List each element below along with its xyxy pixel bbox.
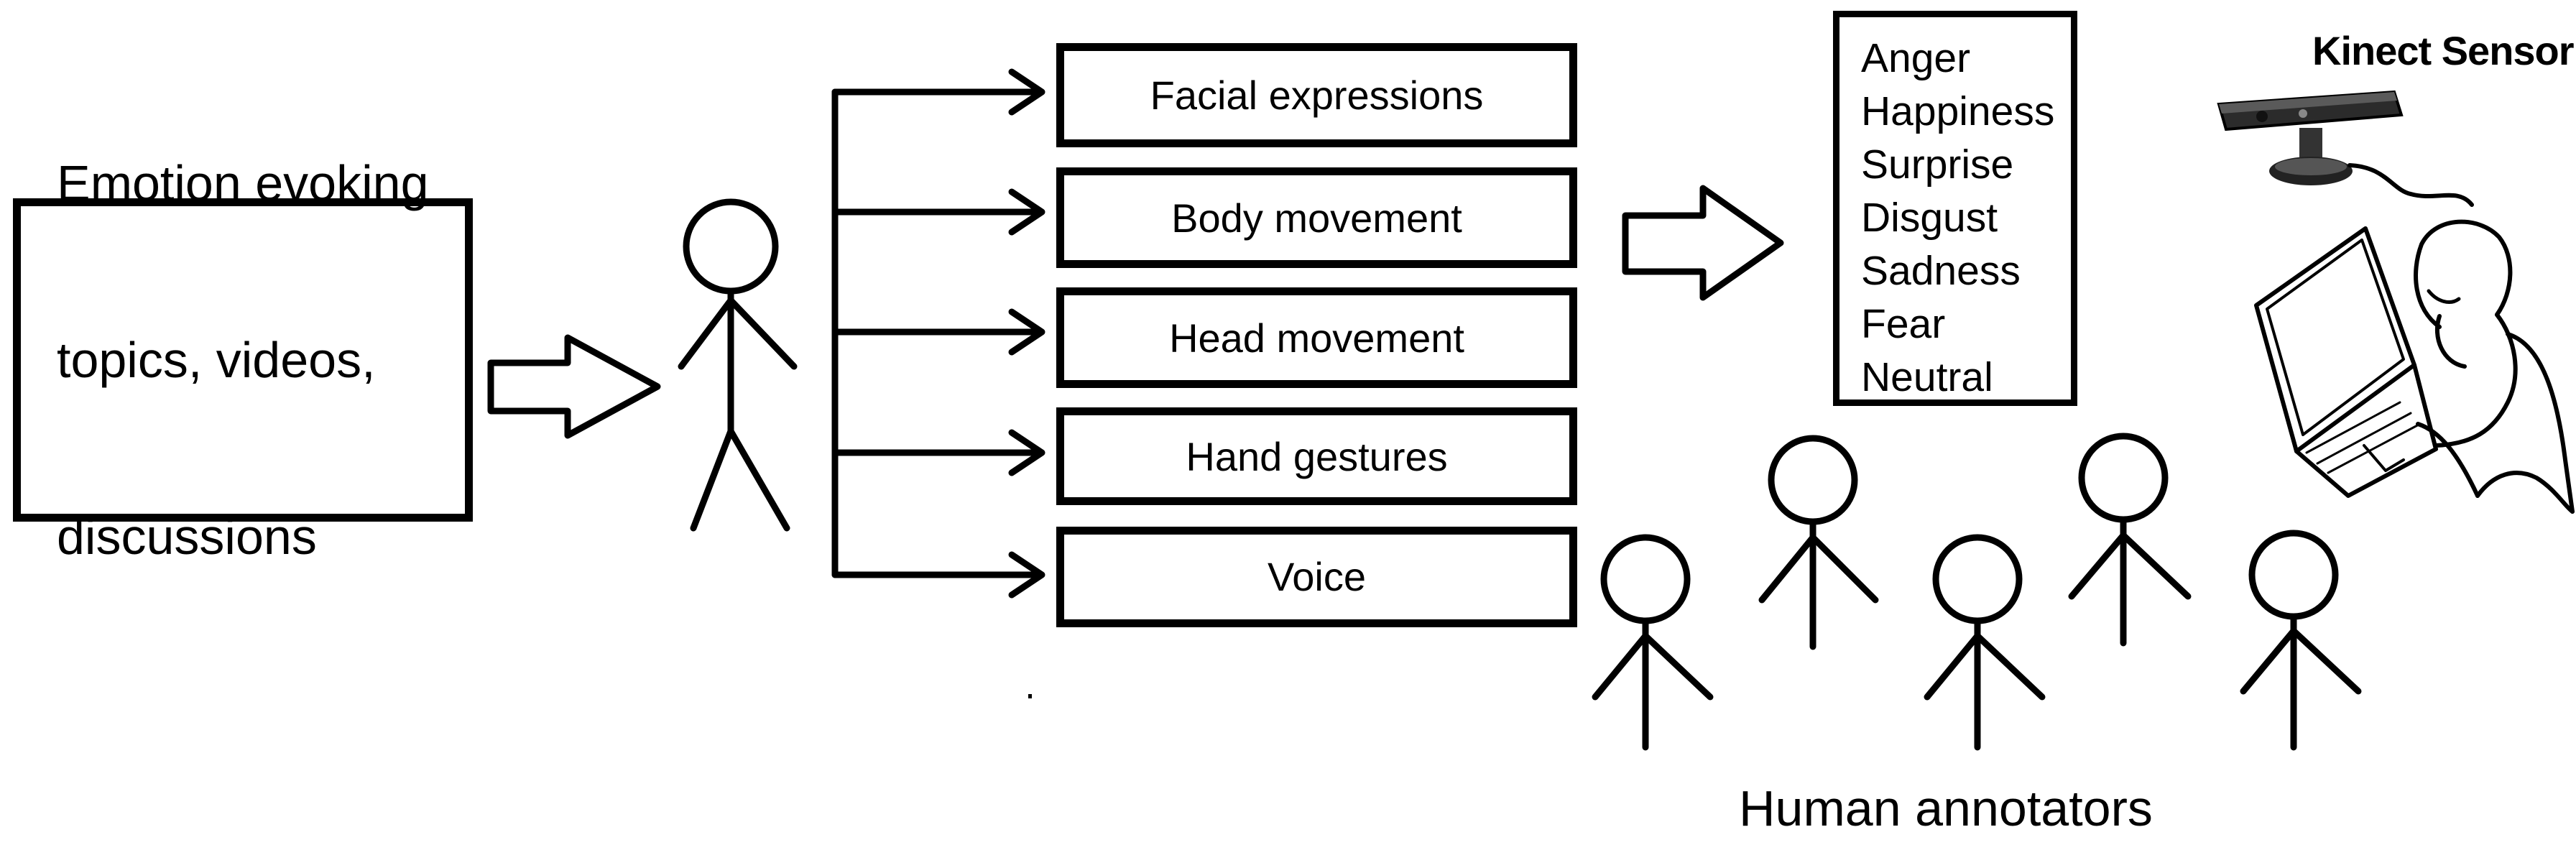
emotion-item: Neutral: [1861, 354, 1993, 400]
emotion-item: Disgust: [1861, 195, 1998, 241]
dot-mark: [1028, 694, 1032, 698]
emotion-item: Anger: [1861, 35, 1971, 81]
modality-box-voice: Voice: [1056, 527, 1577, 627]
emotion-list-box: Anger Happiness Surprise Disgust Sadness…: [1833, 11, 2077, 406]
kinect-sensor-title: Kinect Sensor: [2312, 28, 2575, 73]
modality-label: Hand gestures: [1186, 433, 1448, 479]
annotator-figure-2: [1758, 435, 1879, 650]
stimulus-line-2: topics, videos,: [57, 332, 376, 388]
annotator-figures: [1592, 433, 2362, 751]
emotion-item: Sadness: [1861, 248, 2021, 294]
annotator-figure-3: [1924, 534, 2046, 751]
modality-box-head-movement: Head movement: [1056, 287, 1577, 388]
modality-label: Voice: [1268, 554, 1366, 599]
modality-box-hand-gestures: Hand gestures: [1056, 407, 1577, 505]
modality-connector: [831, 88, 1038, 578]
emotion-item: Happiness: [1861, 88, 2055, 134]
annotator-figure-1: [1592, 534, 1714, 751]
stimulus-box: Emotion evoking topics, videos, discussi…: [13, 155, 473, 565]
modality-arrowheads: [1008, 68, 1045, 599]
stimulus-line-3: discussions: [57, 509, 317, 565]
participant-figure: [678, 198, 798, 532]
modality-label: Facial expressions: [1150, 73, 1484, 118]
annotator-figure-5: [2240, 530, 2362, 751]
hollow-arrow-to-emotions: [1622, 185, 1784, 301]
stimulus-line-1: Emotion evoking: [57, 155, 429, 211]
human-annotators-label: Human annotators: [1739, 780, 2153, 836]
kinect-sensor-icon: [2217, 90, 2404, 185]
modality-box-body-movement: Body movement: [1056, 167, 1577, 268]
modality-label: Body movement: [1171, 195, 1462, 241]
modality-box-facial-expressions: Facial expressions: [1056, 43, 1577, 147]
laptop-user-illustration: [2254, 163, 2575, 514]
emotion-item: Surprise: [1861, 142, 2014, 188]
hollow-arrow-to-participant: [487, 334, 661, 439]
emotion-item: Fear: [1861, 301, 1946, 347]
modality-label: Head movement: [1169, 315, 1464, 361]
annotator-figure-4: [2068, 433, 2192, 647]
